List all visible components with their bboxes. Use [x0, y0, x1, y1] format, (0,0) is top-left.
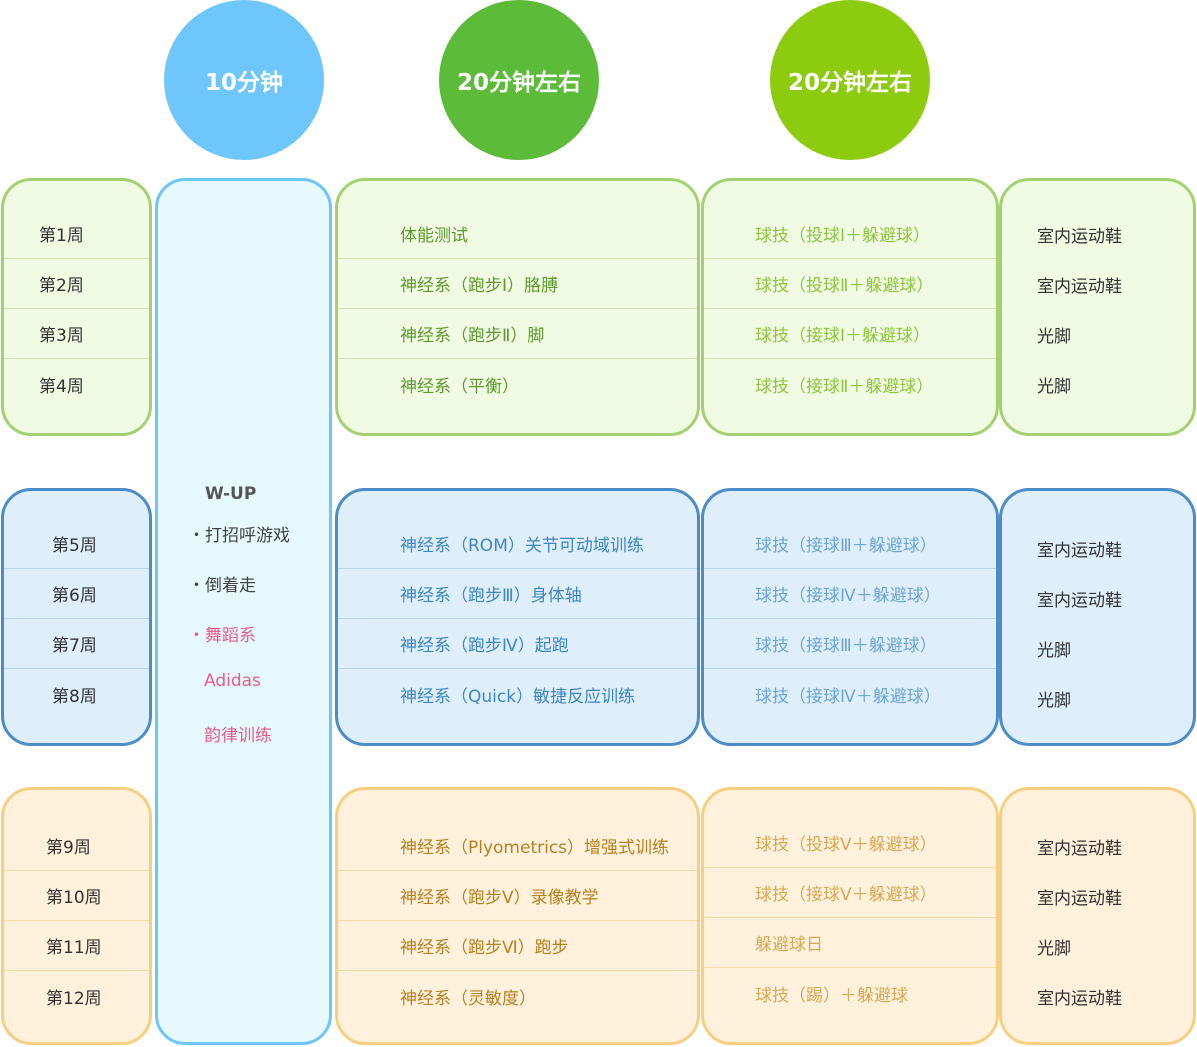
- group1-weeks-box: 第1周 第2周 第3周 第4周: [1, 178, 152, 436]
- header-circle-neural: 20分钟左右: [439, 0, 599, 160]
- shoes-cell: 光脚: [1037, 938, 1071, 959]
- neural-cell: 神经系（跑步Ⅵ）跑步: [338, 921, 697, 971]
- week-cell: 第6周: [4, 569, 149, 619]
- ball-cell: 球技（接球Ⅲ＋躲避球）: [704, 619, 996, 669]
- shoes-cell: 室内运动鞋: [1037, 590, 1122, 611]
- week-cell: 第3周: [4, 309, 149, 359]
- neural-cell: 神经系（跑步Ⅳ）起跑: [338, 619, 697, 669]
- group3-shoes-box: 室内运动鞋 室内运动鞋 光脚 室内运动鞋: [999, 787, 1196, 1045]
- shoes-cell: 室内运动鞋: [1037, 540, 1122, 561]
- shoes-cell: 光脚: [1037, 326, 1071, 347]
- neural-cell: 神经系（跑步Ⅴ）录像教学: [338, 871, 697, 921]
- shoes-cell: 室内运动鞋: [1037, 276, 1122, 297]
- ball-cell: 球技（投球Ⅰ＋躲避球）: [704, 209, 996, 259]
- header-circle-ball: 20分钟左右: [770, 0, 930, 160]
- neural-cell: 神经系（灵敏度）: [400, 988, 536, 1009]
- header-neural-label: 20分钟左右: [456, 70, 581, 96]
- group2-weeks-box: 第5周 第6周 第7周 第8周: [1, 488, 152, 746]
- shoes-cell: 光脚: [1037, 376, 1071, 397]
- ball-cell: 球技（接球Ⅱ＋躲避球）: [755, 376, 934, 397]
- group1-shoes-box: 室内运动鞋 室内运动鞋 光脚 光脚: [999, 178, 1196, 436]
- neural-cell: 神经系（ROM）关节可动域训练: [338, 519, 697, 569]
- neural-cell: 体能测试: [338, 209, 697, 259]
- warmup-item: ・舞蹈系: [188, 626, 256, 646]
- ball-cell: 球技（投球Ⅴ＋躲避球）: [704, 818, 996, 868]
- week-cell: 第8周: [52, 686, 97, 707]
- neural-cell: 神经系（跑步Ⅲ）身体轴: [338, 569, 697, 619]
- warmup-item: ・打招呼游戏: [188, 526, 290, 546]
- shoes-cell: 室内运动鞋: [1037, 988, 1122, 1009]
- week-cell: 第5周: [4, 519, 149, 569]
- week-cell: 第12周: [46, 988, 102, 1009]
- shoes-cell: 室内运动鞋: [1037, 226, 1122, 247]
- ball-cell: 球技（踢）＋躲避球: [755, 985, 908, 1006]
- neural-cell: 神经系（跑步Ⅰ）胳膊: [338, 259, 697, 309]
- week-cell: 第11周: [4, 921, 149, 971]
- warmup-item: ・倒着走: [188, 576, 256, 596]
- ball-cell: 球技（接球Ⅳ＋躲避球）: [704, 569, 996, 619]
- week-cell: 第1周: [4, 209, 149, 259]
- shoes-cell: 室内运动鞋: [1037, 888, 1122, 909]
- warmup-item: Adidas: [204, 671, 261, 691]
- warmup-title: W-UP: [205, 484, 257, 504]
- warmup-column: W-UP ・打招呼游戏 ・倒着走 ・舞蹈系 Adidas 韵律训练: [155, 178, 332, 1045]
- ball-cell: 球技（接球Ⅲ＋躲避球）: [704, 519, 996, 569]
- ball-cell: 球技（接球Ⅳ＋躲避球）: [755, 686, 941, 707]
- neural-cell: 神经系（Plyometrics）增强式训练: [338, 821, 697, 871]
- group2-neural-box: 神经系（ROM）关节可动域训练 神经系（跑步Ⅲ）身体轴 神经系（跑步Ⅳ）起跑 神…: [335, 488, 700, 746]
- neural-cell: 神经系（Quick）敏捷反应训练: [400, 686, 636, 707]
- shoes-cell: 光脚: [1037, 690, 1071, 711]
- week-cell: 第4周: [39, 376, 84, 397]
- group3-ball-box: 球技（投球Ⅴ＋躲避球） 球技（接球Ⅴ＋躲避球） 躲避球日 球技（踢）＋躲避球: [701, 787, 999, 1045]
- warmup-item: 韵律训练: [204, 726, 272, 746]
- group2-ball-box: 球技（接球Ⅲ＋躲避球） 球技（接球Ⅳ＋躲避球） 球技（接球Ⅲ＋躲避球） 球技（接…: [701, 488, 999, 746]
- neural-cell: 神经系（跑步Ⅱ）脚: [338, 309, 697, 359]
- week-cell: 第2周: [4, 259, 149, 309]
- shoes-cell: 室内运动鞋: [1037, 838, 1122, 859]
- ball-cell: 球技（投球Ⅱ＋躲避球）: [704, 259, 996, 309]
- group1-ball-box: 球技（投球Ⅰ＋躲避球） 球技（投球Ⅱ＋躲避球） 球技（接球Ⅰ＋躲避球） 球技（接…: [701, 178, 999, 436]
- neural-cell: 神经系（平衡）: [400, 376, 519, 397]
- ball-cell: 球技（接球Ⅴ＋躲避球）: [704, 868, 996, 918]
- header-warmup-label: 10分钟: [204, 70, 283, 96]
- week-cell: 第9周: [4, 821, 149, 871]
- group2-shoes-box: 室内运动鞋 室内运动鞋 光脚 光脚: [999, 488, 1196, 746]
- ball-cell: 躲避球日: [704, 918, 996, 968]
- header-ball-label: 20分钟左右: [787, 70, 912, 96]
- group1-neural-box: 体能测试 神经系（跑步Ⅰ）胳膊 神经系（跑步Ⅱ）脚 神经系（平衡）: [335, 178, 700, 436]
- shoes-cell: 光脚: [1037, 640, 1071, 661]
- group3-weeks-box: 第9周 第10周 第11周 第12周: [1, 787, 152, 1045]
- header-circle-warmup: 10分钟: [164, 0, 324, 160]
- group3-neural-box: 神经系（Plyometrics）增强式训练 神经系（跑步Ⅴ）录像教学 神经系（跑…: [335, 787, 700, 1045]
- week-cell: 第7周: [4, 619, 149, 669]
- week-cell: 第10周: [4, 871, 149, 921]
- ball-cell: 球技（接球Ⅰ＋躲避球）: [704, 309, 996, 359]
